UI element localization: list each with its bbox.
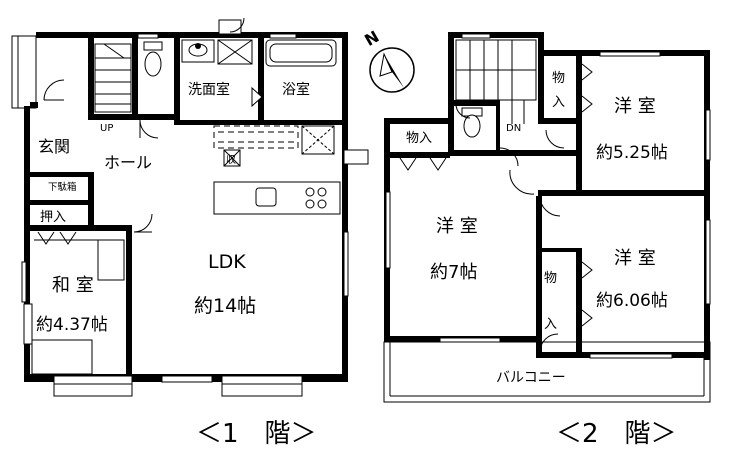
storage-label: 収: [226, 154, 236, 166]
bathtub: [265, 39, 337, 67]
window: [599, 51, 661, 57]
senmenshitsu-label: 洗面室: [188, 81, 230, 98]
stair-up-label: UP: [100, 123, 113, 134]
yoshitsu-a-size-label: 約5.25帖: [596, 143, 668, 163]
storage-box: [223, 149, 241, 167]
oshiire-label: 押入: [40, 210, 66, 225]
floor-1-caption: ＜1 階＞: [196, 419, 317, 449]
floor-2-plan: N: [361, 27, 711, 449]
yokushitsu-label: 浴室: [282, 81, 310, 98]
yoshitsu-c-label: 洋 室: [614, 248, 656, 269]
window: [161, 375, 213, 383]
entrance-porch: [11, 35, 37, 109]
window: [23, 303, 33, 345]
toilet: [143, 41, 163, 77]
washitsu-size-label: 約4.37帖: [36, 315, 108, 335]
window: [461, 33, 491, 39]
window: [53, 375, 133, 397]
window: [705, 109, 711, 161]
hall-label: ホール: [104, 153, 152, 172]
window: [21, 261, 27, 303]
window: [343, 231, 349, 297]
yoshitsu-c-size-label: 約6.06帖: [596, 291, 668, 311]
monoire-hall-label: 物入: [406, 131, 432, 146]
getabako-label: 下駄箱: [48, 181, 77, 193]
monoire-mid-label-2: 入: [544, 317, 557, 332]
kitchen-counter: [213, 181, 341, 215]
stair-down-label: DN: [506, 123, 521, 134]
compass-north-label: N: [361, 27, 382, 50]
monoire-top-label-2: 入: [552, 95, 565, 110]
window: [343, 149, 369, 165]
monoire-top-label-1: 物: [552, 71, 565, 86]
staircase: [455, 39, 537, 124]
balcony: [383, 341, 711, 403]
window: [589, 353, 673, 359]
window: [385, 191, 391, 269]
washing-machine: [217, 39, 253, 65]
pantry-box: [301, 125, 335, 155]
yoshitsu-a-label: 洋 室: [614, 96, 656, 117]
window: [269, 33, 297, 39]
genkan-label: 玄関: [38, 137, 70, 156]
toilet: [461, 107, 483, 138]
yoshitsu-b-size-label: 約7帖: [430, 262, 477, 283]
window: [705, 219, 711, 305]
washitsu-label: 和 室: [52, 275, 94, 296]
window: [137, 33, 159, 39]
floor-1-plan: UP: [11, 17, 369, 449]
compass-icon: N: [361, 27, 415, 93]
ldk-size-label: 約14帖: [194, 295, 256, 317]
staircase: [94, 43, 132, 113]
monoire-mid-label-1: 物: [544, 271, 557, 286]
yoshitsu-b-label: 洋 室: [436, 216, 478, 237]
balcony-label: バルコニー: [496, 370, 566, 386]
ldk-label: LDK: [208, 251, 246, 273]
range-hood: [213, 125, 299, 149]
floor-2-caption: ＜2 階＞: [556, 419, 677, 449]
window: [439, 337, 501, 343]
washbasin: [181, 39, 215, 63]
window: [221, 375, 303, 397]
